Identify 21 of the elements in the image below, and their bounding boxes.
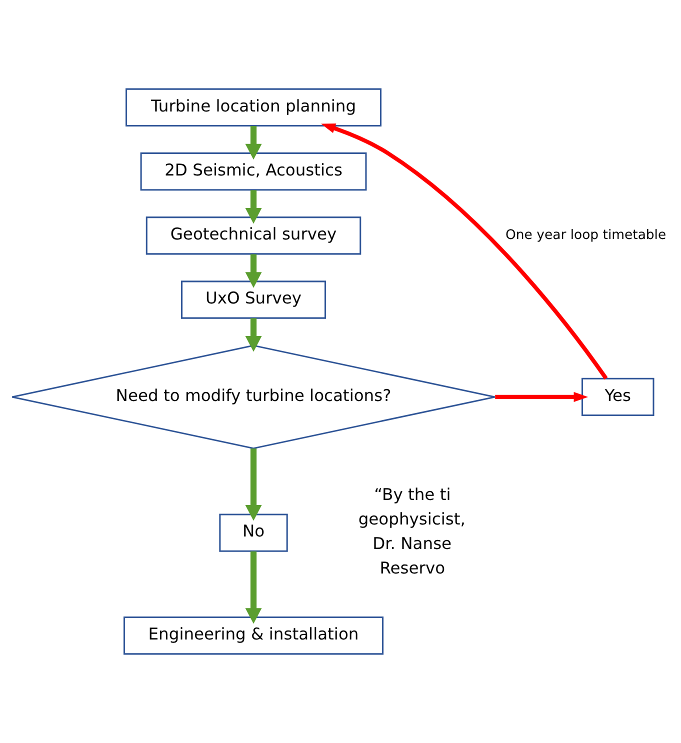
arrow (245, 126, 262, 160)
label: geophysicist, (358, 509, 466, 528)
node-box: Turbine location planning (126, 88, 382, 126)
node-box: Yes (582, 378, 654, 416)
node-box: Engineering & installation (124, 616, 384, 655)
arrow (245, 551, 262, 624)
arrow (245, 254, 262, 288)
edge-label: One year loop timetable (506, 228, 666, 244)
node-box: Geotechnical survey (146, 216, 362, 255)
node-box: UxO Survey (181, 280, 326, 319)
node-box: 2D Seismic, Acoustics (140, 152, 367, 191)
arrow (495, 392, 588, 402)
arrow (245, 448, 262, 521)
label: “By the ti (374, 485, 451, 504)
node-diamond: Need to modify turbine locations? (11, 344, 496, 450)
arrow (321, 124, 608, 380)
arrow (245, 190, 262, 224)
node-box: No (219, 514, 288, 552)
label: Dr. Nanse (372, 534, 452, 553)
label: Reservo (380, 558, 446, 578)
arrow (245, 318, 262, 352)
